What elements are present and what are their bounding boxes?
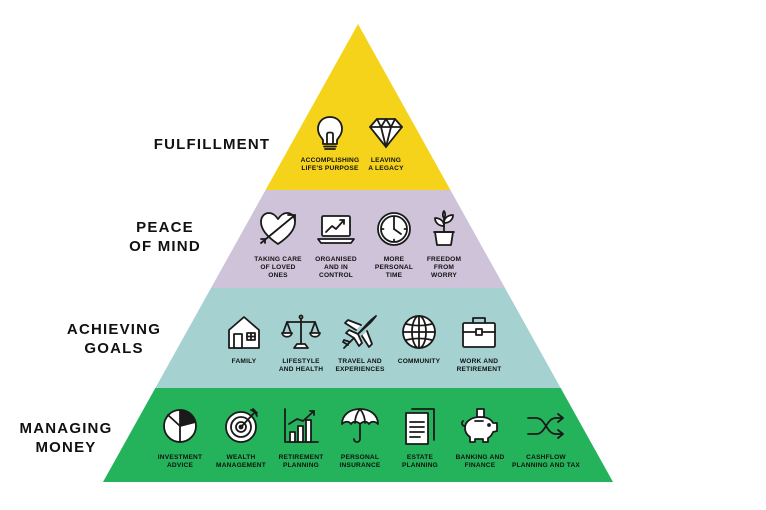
item-caption-line: TIME — [385, 272, 403, 279]
tier-label-line: PEACE — [136, 219, 194, 236]
item-caption-line: ORGANISED — [315, 256, 357, 263]
item-caption-line: CONTROL — [319, 272, 353, 279]
laptop-chart-icon — [316, 209, 356, 249]
item-caption-line: A LEGACY — [368, 165, 404, 172]
tier-fulfillment-label: FULFILLMENT — [132, 135, 292, 154]
tier-label-line: FULFILLMENT — [153, 136, 271, 153]
item-caption-line: CASHFLOW — [526, 454, 566, 461]
item-caption-line: PERSONAL — [374, 264, 414, 271]
tier-label-line: OF MIND — [129, 238, 201, 255]
item-caption-line: PLANNING — [282, 462, 320, 469]
item-caption: COMMUNITY — [381, 358, 457, 366]
heart-arrow-icon — [258, 209, 298, 249]
item-caption: FAMILY — [206, 358, 282, 366]
bar-chart-icon — [281, 406, 321, 446]
item-caption-line: MORE — [383, 256, 405, 263]
tier-label-line: MANAGING — [19, 420, 113, 437]
airplane-icon — [340, 312, 380, 352]
lightbulb-icon — [310, 112, 350, 152]
item-caption-line: FINANCE — [464, 462, 496, 469]
tier-label-line: MONEY — [35, 439, 97, 456]
diamond-icon — [366, 112, 406, 152]
item-caption-line: PERSONAL — [340, 454, 380, 461]
item-caption-line: WORK AND — [459, 358, 499, 365]
shuffle-arrows-icon — [526, 406, 566, 446]
item-caption-line: WEALTH — [226, 454, 256, 461]
tier-fulfillment — [265, 24, 451, 190]
item-caption-line: TRAVEL AND — [338, 358, 382, 365]
clock-icon — [374, 209, 414, 249]
item-caption-line: LIFE'S PURPOSE — [301, 165, 359, 172]
item-caption-line: LIFESTYLE — [282, 358, 320, 365]
item-caption-line: OF LOVED — [260, 264, 296, 271]
piggy-bank-icon — [460, 406, 500, 446]
tier-label-line: GOALS — [84, 340, 144, 357]
item-caption-line: FAMILY — [231, 358, 257, 365]
potted-plant-icon — [424, 209, 464, 249]
tier-achieving-goals-label: ACHIEVING GOALS — [34, 320, 194, 358]
item-caption-line: RETIREMENT — [278, 454, 324, 461]
item-caption-line: PLANNING AND TAX — [511, 462, 581, 469]
tier-managing-money-label: MANAGING MONEY — [0, 419, 146, 457]
briefcase-icon — [459, 312, 499, 352]
item-caption-line: FREEDOM — [426, 256, 462, 263]
item-caption-line: INSURANCE — [339, 462, 381, 469]
item-caption-line: MANAGEMENT — [216, 462, 266, 469]
tier-managing-money — [103, 388, 613, 482]
house-icon — [224, 312, 264, 352]
item-caption-line: ACCOMPLISHING — [300, 157, 360, 164]
item-caption-line: INVESTMENT — [157, 454, 203, 461]
item-caption-line: BANKING AND — [455, 454, 505, 461]
item-caption-line: AND IN — [324, 264, 348, 271]
globe-icon — [399, 312, 439, 352]
item-caption-line: LEAVING — [370, 157, 402, 164]
item-caption-line: TAKING CARE — [254, 256, 302, 263]
item-caption-line: ADVICE — [166, 462, 194, 469]
tier-peace-of-mind-label: PEACE OF MIND — [85, 218, 245, 256]
item-caption-line: ESTATE — [406, 454, 434, 461]
item-caption-line: FROM — [433, 264, 455, 271]
item-caption-line: AND HEALTH — [278, 366, 324, 373]
item-caption-line: ONES — [268, 272, 288, 279]
item-caption-line: EXPERIENCES — [335, 366, 385, 373]
item-caption-line: COMMUNITY — [397, 358, 441, 365]
item-caption-line: PLANNING — [401, 462, 439, 469]
document-icon — [400, 406, 440, 446]
pie-chart-icon — [160, 406, 200, 446]
item-caption-line: RETIREMENT — [456, 366, 502, 373]
item-caption-line: WORRY — [430, 272, 458, 279]
scales-icon — [281, 312, 321, 352]
target-icon — [221, 406, 261, 446]
tier-label-line: ACHIEVING — [66, 321, 162, 338]
umbrella-icon — [340, 406, 380, 446]
